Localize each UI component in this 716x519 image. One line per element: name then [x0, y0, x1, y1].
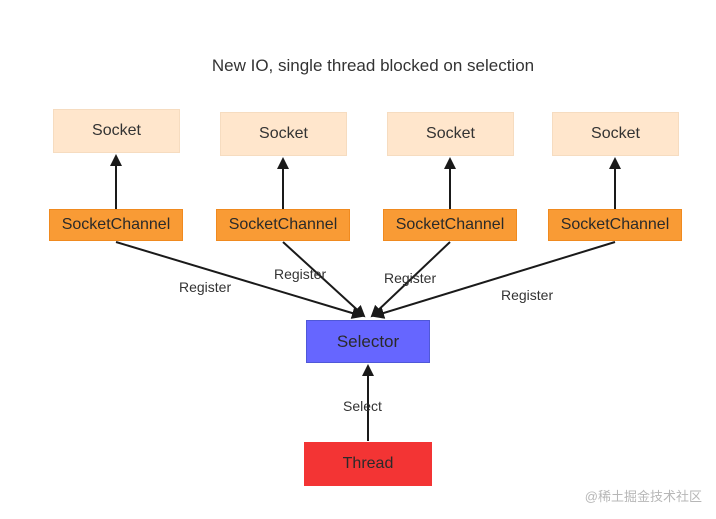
socket-channel-3-label: SocketChannel — [395, 216, 505, 233]
socket-channel-3: SocketChannel — [383, 209, 517, 241]
socket-2-label: Socket — [259, 125, 308, 142]
register-label-3: Register — [384, 270, 437, 286]
selector-box: Selector — [306, 320, 430, 363]
register-label-2: Register — [274, 266, 327, 282]
thread-label: Thread — [342, 455, 394, 472]
socket-channel-2: SocketChannel — [216, 209, 350, 241]
diagram-title: New IO, single thread blocked on selecti… — [211, 56, 535, 75]
socket-channel-1: SocketChannel — [49, 209, 183, 241]
socket-3-label: Socket — [426, 125, 475, 142]
select-label: Select — [343, 398, 382, 414]
register-label-1: Register — [179, 279, 232, 295]
socket-4: Socket — [552, 112, 679, 156]
channel-3-register-arrow — [370, 241, 451, 318]
socket-1: Socket — [53, 109, 180, 153]
socket-2: Socket — [220, 112, 347, 156]
register-label-4: Register — [501, 287, 554, 303]
thread-box: Thread — [304, 442, 432, 486]
socket-channel-4: SocketChannel — [548, 209, 682, 241]
socket-channel-4-label: SocketChannel — [560, 216, 670, 233]
socket-3: Socket — [387, 112, 514, 156]
channel-4-register-arrow — [372, 241, 616, 319]
watermark: @稀土掘金技术社区 — [584, 489, 702, 504]
selector-label: Selector — [336, 331, 400, 351]
socket-channel-1-label: SocketChannel — [61, 216, 171, 233]
socket-1-label: Socket — [92, 122, 141, 139]
socket-4-label: Socket — [591, 125, 640, 142]
socket-channel-2-label: SocketChannel — [228, 216, 338, 233]
channel-1-register-arrow — [115, 241, 364, 319]
channel-2-register-arrow — [282, 241, 366, 318]
